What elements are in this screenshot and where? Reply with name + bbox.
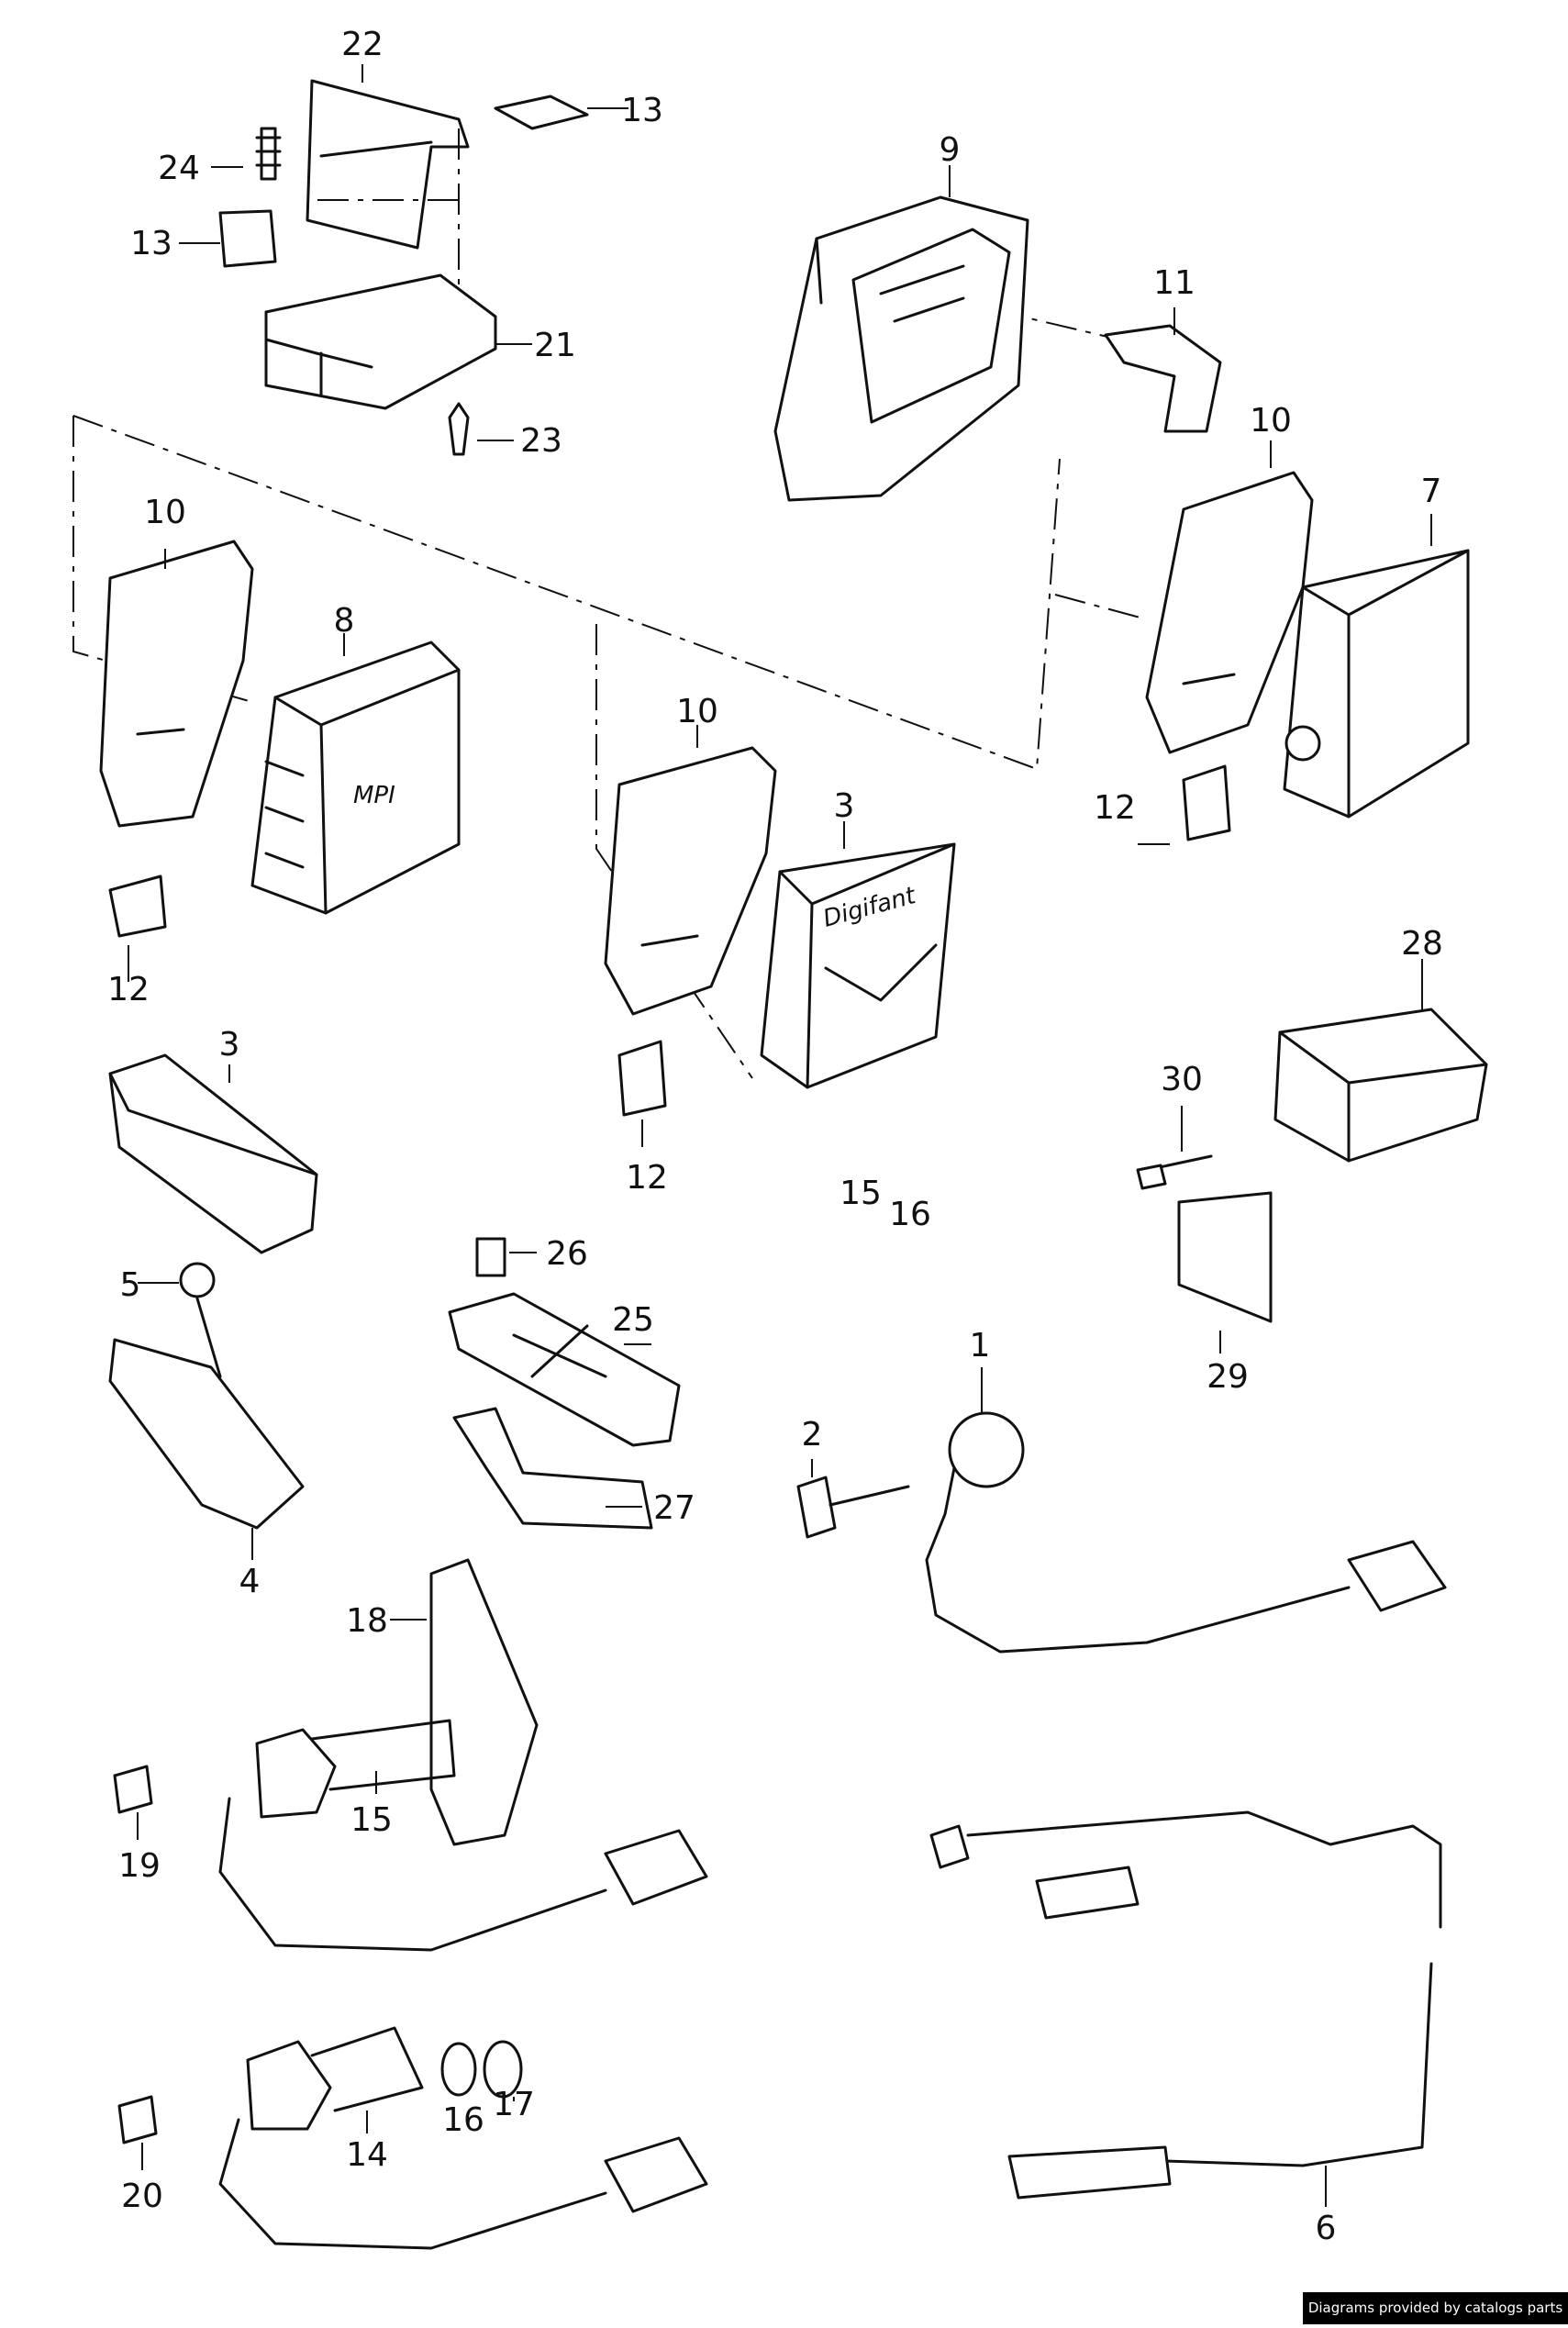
leader-lines <box>128 64 1432 2207</box>
right-relay-group <box>1136 1008 1488 1323</box>
callout-10-left: 10 <box>144 494 186 531</box>
callout-25: 25 <box>612 1301 654 1339</box>
callout-6: 6 <box>1316 2210 1337 2247</box>
callout-20: 20 <box>121 2178 163 2215</box>
callout-24: 24 <box>158 150 200 187</box>
callout-2: 2 <box>802 1416 823 1454</box>
callout-28: 28 <box>1401 925 1443 963</box>
callout-9: 9 <box>940 131 961 169</box>
callout-21: 21 <box>534 327 576 364</box>
callout-10-right: 10 <box>1250 402 1292 440</box>
oxygen-sensor <box>929 1810 1442 2200</box>
module-bracket-group <box>218 79 589 456</box>
callout-15-center: 15 <box>840 1175 882 1212</box>
knock-sensor <box>796 1411 1447 1654</box>
callout-7: 7 <box>1421 473 1442 510</box>
callout-3-center: 3 <box>834 787 855 825</box>
callout-15-lower: 15 <box>350 1801 393 1839</box>
callout-23: 23 <box>520 422 562 460</box>
callout-22: 22 <box>341 26 384 63</box>
lower-left-group <box>108 1053 318 1530</box>
callout-11: 11 <box>1153 264 1195 302</box>
center-bracket-group <box>448 1237 681 1530</box>
callout-26: 26 <box>546 1235 588 1273</box>
callout-14: 14 <box>346 2136 388 2174</box>
digifant-control-unit: Digifant <box>760 842 956 1089</box>
callout-30: 30 <box>1161 1061 1203 1098</box>
callout-29: 29 <box>1207 1358 1249 1396</box>
callout-10-center: 10 <box>676 693 718 730</box>
callout-12-center: 12 <box>626 1159 668 1197</box>
clips <box>108 764 1231 1117</box>
callout-12-left: 12 <box>107 971 150 1008</box>
callout-4: 4 <box>239 1563 261 1600</box>
callout-16-lower: 16 <box>442 2101 484 2139</box>
callout-3-lower: 3 <box>219 1026 240 1064</box>
lower-sensor <box>117 2026 708 2250</box>
mpi-module-label: MPI <box>353 782 395 809</box>
callout-19: 19 <box>118 1847 161 1885</box>
callout-8: 8 <box>334 602 355 640</box>
mpi-control-unit: MPI <box>250 640 461 915</box>
callout-12-right: 12 <box>1094 789 1136 827</box>
callout-numbers: 22 13 24 13 21 23 9 11 10 7 10 8 12 10 3… <box>107 26 1443 2247</box>
callout-5: 5 <box>120 1266 141 1304</box>
speed-sensor <box>113 1558 708 1952</box>
callout-18: 18 <box>346 1602 388 1640</box>
relay-unit <box>1283 549 1470 819</box>
relay-holder-group <box>773 195 1222 502</box>
callout-1: 1 <box>970 1327 991 1364</box>
callout-13-left: 13 <box>130 225 172 262</box>
mounting-plates <box>99 471 1314 1016</box>
callout-17: 17 <box>493 2086 535 2123</box>
callout-13-top: 13 <box>621 92 663 129</box>
callout-27: 27 <box>653 1489 695 1527</box>
callout-16-center: 16 <box>889 1196 931 1233</box>
credit-badge: Diagrams provided by catalogs parts <box>1303 2292 1568 2324</box>
